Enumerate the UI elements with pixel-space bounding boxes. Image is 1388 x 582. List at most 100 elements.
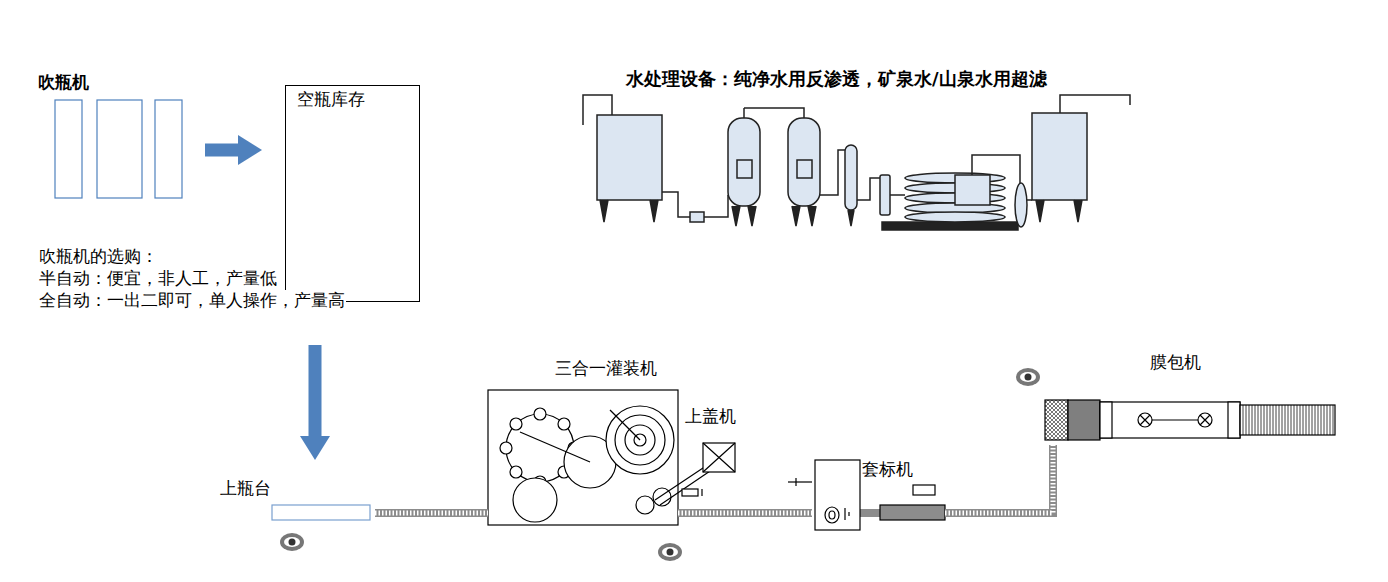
drawing-rect: [682, 489, 698, 496]
drawing-line: [520, 432, 590, 462]
drawing-rect: [815, 460, 860, 530]
drawing-rect: [488, 390, 678, 525]
drawing-rect: [1100, 402, 1112, 438]
drawing-polyline: [662, 192, 690, 217]
filler-machine: [488, 390, 678, 525]
node-heading: 吹瓶机: [38, 72, 89, 92]
drawing-path: [848, 210, 854, 226]
loading-table: 上瓶台: [215, 478, 375, 522]
drawing-ellipse: [1016, 368, 1040, 386]
drawing-rect: [913, 485, 935, 495]
drawing-line: [848, 512, 849, 516]
operator-icon: [280, 533, 304, 551]
drawing-polyline: [704, 195, 728, 217]
node-heading: 三合一灌装机: [555, 358, 657, 378]
water-treatment: [583, 95, 1130, 230]
drawing-line: [844, 508, 845, 520]
drawing-path: [703, 443, 735, 472]
drawing-path: [1140, 415, 1150, 425]
drawing-polyline: [1060, 95, 1130, 113]
flow-arrow: [205, 150, 238, 151]
part-name: 上盖机: [684, 406, 737, 426]
drawing-rect: [97, 100, 142, 198]
drawing-ellipse: [825, 507, 839, 523]
drawing-rect: [55, 100, 82, 198]
drawing-line: [890, 194, 905, 196]
drawing-rect: [1045, 400, 1068, 440]
drawing-ellipse: [658, 543, 682, 561]
note-text: 吹瓶机的选购：: [38, 246, 159, 266]
belt-hatch: [678, 511, 812, 516]
block-arrow: [205, 144, 238, 157]
drawing-rect: [788, 118, 820, 206]
belt-hatch: [945, 445, 1053, 513]
drawing-rect: [597, 115, 662, 200]
drawing-rect: [703, 443, 735, 472]
drawing-ellipse: [829, 511, 835, 519]
drawing-ellipse: [1020, 372, 1036, 382]
drawing-rect: [1032, 113, 1087, 200]
conveyor-belt: [945, 445, 1053, 513]
drawing-circle: [667, 549, 674, 556]
drawing-circle: [513, 478, 557, 522]
drawing-g: [905, 173, 1005, 222]
film-wrapper: [1045, 400, 1335, 440]
drawing-polyline: [972, 155, 1020, 185]
drawing-rect: [882, 222, 1018, 230]
drawing-circle: [500, 442, 512, 454]
drawing-rect: [1068, 400, 1100, 440]
drawing-line: [860, 509, 880, 517]
drawing-rect: [1100, 402, 1240, 438]
note-text: 水处理设备：纯净水用反渗透，矿泉水/山泉水用超滤: [625, 68, 1048, 90]
drawing-circle: [510, 466, 522, 478]
drawing-path: [1200, 415, 1210, 425]
drawing-circle: [510, 418, 522, 430]
drawing-path: [1036, 200, 1082, 222]
drawing-line: [788, 481, 812, 482]
belt: [375, 509, 488, 517]
drawing-ellipse: [662, 547, 678, 557]
note-text: 全自动：一出二即可，单人操作，产量高: [38, 290, 346, 310]
conveyor-belt: [375, 513, 488, 514]
belt: [678, 509, 812, 517]
drawing-ellipse: [280, 533, 304, 551]
drawing-path: [732, 206, 756, 226]
drawing-rect: [737, 160, 752, 178]
loading-table: [272, 505, 370, 520]
storage-box: 空瓶库存: [285, 85, 420, 302]
drawing-ellipse: [905, 212, 1005, 222]
blower-group: 吹瓶机: [38, 72, 190, 202]
drawing-circle: [289, 539, 296, 546]
drawing-line: [743, 108, 745, 118]
film-wrapper: 膜包机: [1045, 340, 1335, 445]
drawing-rect: [955, 175, 990, 205]
drawing-circle: [506, 414, 574, 482]
blower-machines: [55, 100, 182, 198]
drawing-line: [660, 467, 716, 505]
drawing-line: [610, 410, 640, 440]
drawing-circle: [636, 496, 654, 514]
capper: [655, 443, 735, 505]
filler-machine: 三合一灌装机: [488, 350, 678, 525]
drawing-line: [1152, 419, 1198, 420]
drawing-rect: [797, 160, 812, 178]
drawing-ellipse: [284, 537, 300, 547]
node-heading: 套标机: [862, 459, 913, 479]
node-heading: 空瓶库存: [297, 89, 365, 109]
drawing-rect: [845, 145, 857, 210]
labeller-machine: 套标机: [812, 455, 945, 533]
drawing-ellipse: [1015, 183, 1027, 227]
drawing-path: [792, 206, 816, 226]
drawing-rect: [155, 100, 182, 198]
drawing-circle: [534, 408, 546, 420]
drawing-polyline: [744, 108, 804, 118]
drawing-rect: [880, 175, 890, 215]
drawing-rect: [690, 212, 704, 222]
drawing-circle: [1138, 413, 1152, 427]
drawing-rect: [880, 505, 945, 520]
note-text: 半自动：便宜，非人工，产量低: [38, 268, 278, 288]
belt: [945, 445, 1053, 513]
drawing-circle: [1025, 374, 1032, 381]
drawing-circle: [1198, 413, 1212, 427]
